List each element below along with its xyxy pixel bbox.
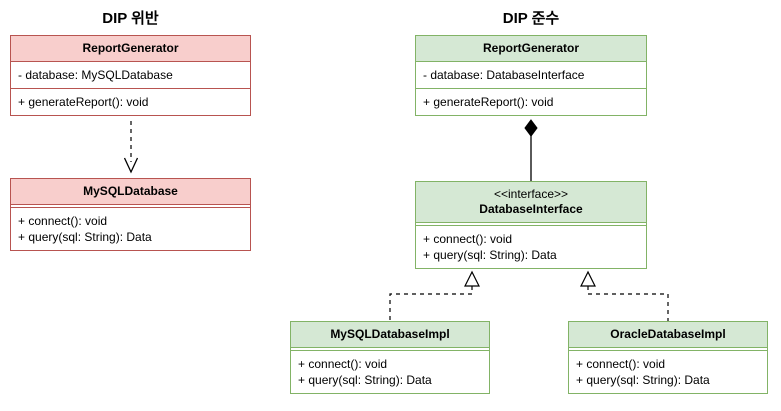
left-diagram-title: DIP 위반 xyxy=(102,10,159,27)
class-box-mysqldatabase[interactable]: MySQLDatabase + connect(): void + query(… xyxy=(10,178,251,252)
class-box-oracledatabaseimpl[interactable]: OracleDatabaseImpl + connect(): void + q… xyxy=(568,321,768,395)
class-methods-mysqldatabase: + connect(): void + query(sql: String): … xyxy=(11,208,250,251)
method-row: + connect(): void xyxy=(298,357,388,371)
class-box-databaseinterface[interactable]: <<interface>> DatabaseInterface + connec… xyxy=(415,181,647,270)
interface-stereotype: <<interface>> xyxy=(493,187,569,201)
method-row: + query(sql: String): Data xyxy=(18,230,152,245)
class-methods-oracledatabaseimpl: + connect(): void + query(sql: String): … xyxy=(569,351,767,394)
method-row: + connect(): void xyxy=(576,357,666,371)
class-attributes-databaseinterface xyxy=(416,223,646,226)
method-row: + generateReport(): void xyxy=(18,95,149,110)
method-row: + connect(): void xyxy=(423,232,513,246)
class-attributes-oracledatabaseimpl xyxy=(569,348,767,351)
class-attributes-reportgenerator: - database: MySQLDatabase xyxy=(11,62,250,90)
class-name-oracledatabaseimpl: OracleDatabaseImpl xyxy=(569,322,767,348)
class-methods-mysqldatabaseimpl: + connect(): void + query(sql: String): … xyxy=(291,351,489,394)
class-attributes-mysqldatabase xyxy=(11,205,250,208)
method-row: + query(sql: String): Data xyxy=(298,373,432,388)
class-box-mysqldatabaseimpl[interactable]: MySQLDatabaseImpl + connect(): void + qu… xyxy=(290,321,490,395)
interface-name: DatabaseInterface xyxy=(479,202,583,216)
edge-realization-oracledatabaseimpl-databaseinterface xyxy=(580,270,669,321)
class-attributes-mysqldatabaseimpl xyxy=(291,348,489,351)
class-name-mysqldatabase: MySQLDatabase xyxy=(11,179,250,205)
class-methods-databaseinterface: + connect(): void + query(sql: String): … xyxy=(416,226,646,269)
attribute-row: - database: DatabaseInterface xyxy=(423,68,585,82)
edge-realization-mysqldatabaseimpl-databaseinterface xyxy=(389,270,480,321)
class-attributes-reportgenerator: - database: DatabaseInterface xyxy=(416,62,646,90)
class-name-mysqldatabaseimpl: MySQLDatabaseImpl xyxy=(291,322,489,348)
class-name-databaseinterface: <<interface>> DatabaseInterface xyxy=(416,182,646,223)
class-name-reportgenerator: ReportGenerator xyxy=(416,36,646,62)
method-row: + connect(): void xyxy=(18,214,108,228)
method-row: + generateReport(): void xyxy=(423,95,554,110)
class-methods-reportgenerator: + generateReport(): void xyxy=(11,89,250,116)
class-methods-reportgenerator: + generateReport(): void xyxy=(416,89,646,116)
attribute-row: - database: MySQLDatabase xyxy=(18,68,173,82)
class-box-reportgenerator-compliance[interactable]: ReportGenerator - database: DatabaseInte… xyxy=(415,35,647,117)
method-row: + query(sql: String): Data xyxy=(576,373,710,388)
class-name-reportgenerator: ReportGenerator xyxy=(11,36,250,62)
edge-composition-reportgenerator-databaseinterface xyxy=(524,119,538,181)
right-diagram-title: DIP 준수 xyxy=(502,10,560,27)
method-row: + query(sql: String): Data xyxy=(423,248,557,263)
edge-dependency-reportgenerator-mysqldatabase xyxy=(123,121,139,174)
class-box-reportgenerator-violation[interactable]: ReportGenerator - database: MySQLDatabas… xyxy=(10,35,251,117)
